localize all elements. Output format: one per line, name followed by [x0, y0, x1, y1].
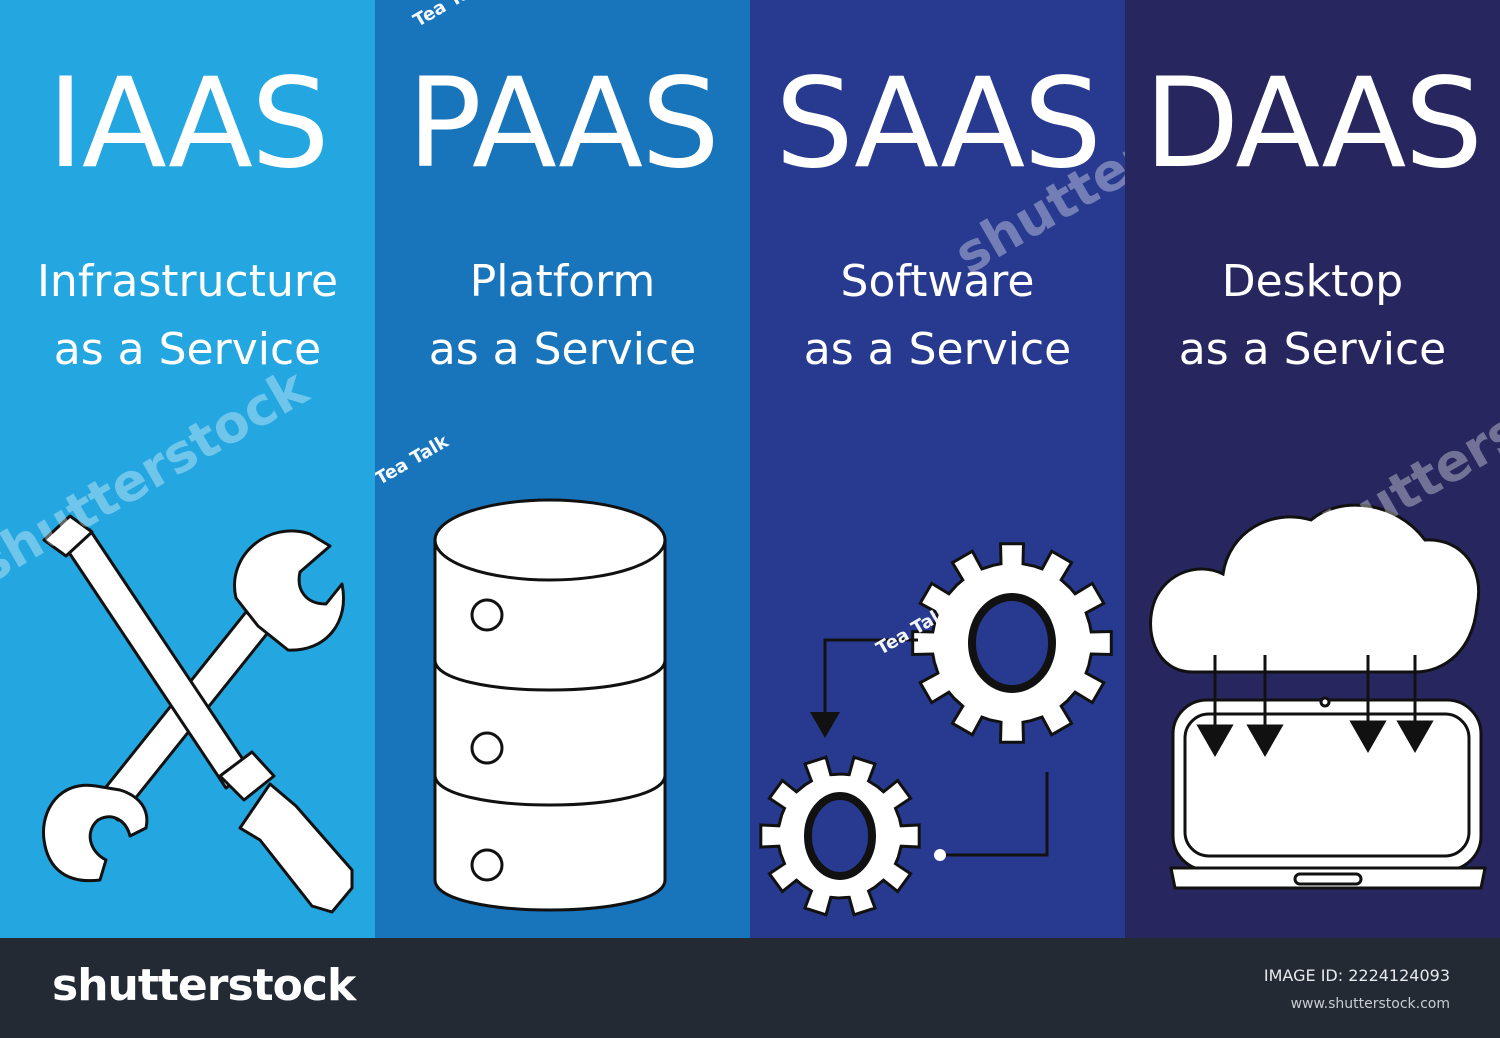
site-url: www.shutterstock.com — [1290, 996, 1450, 1012]
gear-hole — [804, 792, 876, 880]
footer-bar: shutterstock IMAGE ID: 2224124093 www.sh… — [0, 938, 1500, 1038]
database-icon — [433, 498, 667, 912]
panel-saas: SAAS Software as a Service shutterstock … — [750, 0, 1125, 938]
brand-logo: shutterstock — [52, 960, 356, 1011]
image-id-text: IMAGE ID: 2224124093 — [1263, 966, 1450, 985]
description-line-1: Desktop — [1221, 256, 1404, 307]
acronym-title: DAAS — [1143, 52, 1483, 196]
panel-paas: PAAS Platform as a Service Tea Talk Tea … — [375, 0, 750, 938]
description-line-1: Software — [840, 256, 1035, 307]
acronym-title: PAAS — [407, 52, 720, 196]
tools-icon — [42, 514, 354, 914]
gears-icon — [759, 542, 1113, 917]
service-description: Software as a Service — [750, 248, 1125, 384]
description-line-2: as a Service — [53, 324, 322, 375]
acronym-title: IAAS — [47, 52, 329, 196]
description-line-2: as a Service — [428, 324, 697, 375]
panel-daas: DAAS Desktop as a Service — [1125, 0, 1500, 938]
description-line-1: Infrastructure — [36, 256, 339, 307]
description-line-2: as a Service — [803, 324, 1072, 375]
service-description: Infrastructure as a Service — [0, 248, 375, 384]
cloud-laptop-icon — [1149, 503, 1487, 890]
acronym-title: SAAS — [775, 52, 1102, 196]
description-line-1: Platform — [469, 256, 656, 307]
infographic-panels: IAAS Infrastructure as a Service — [0, 0, 1500, 938]
panel-iaas: IAAS Infrastructure as a Service — [0, 0, 375, 938]
gear-hole — [968, 593, 1056, 693]
description-line-2: as a Service — [1178, 324, 1447, 375]
service-description: Desktop as a Service — [1125, 248, 1500, 384]
service-description: Platform as a Service — [375, 248, 750, 384]
